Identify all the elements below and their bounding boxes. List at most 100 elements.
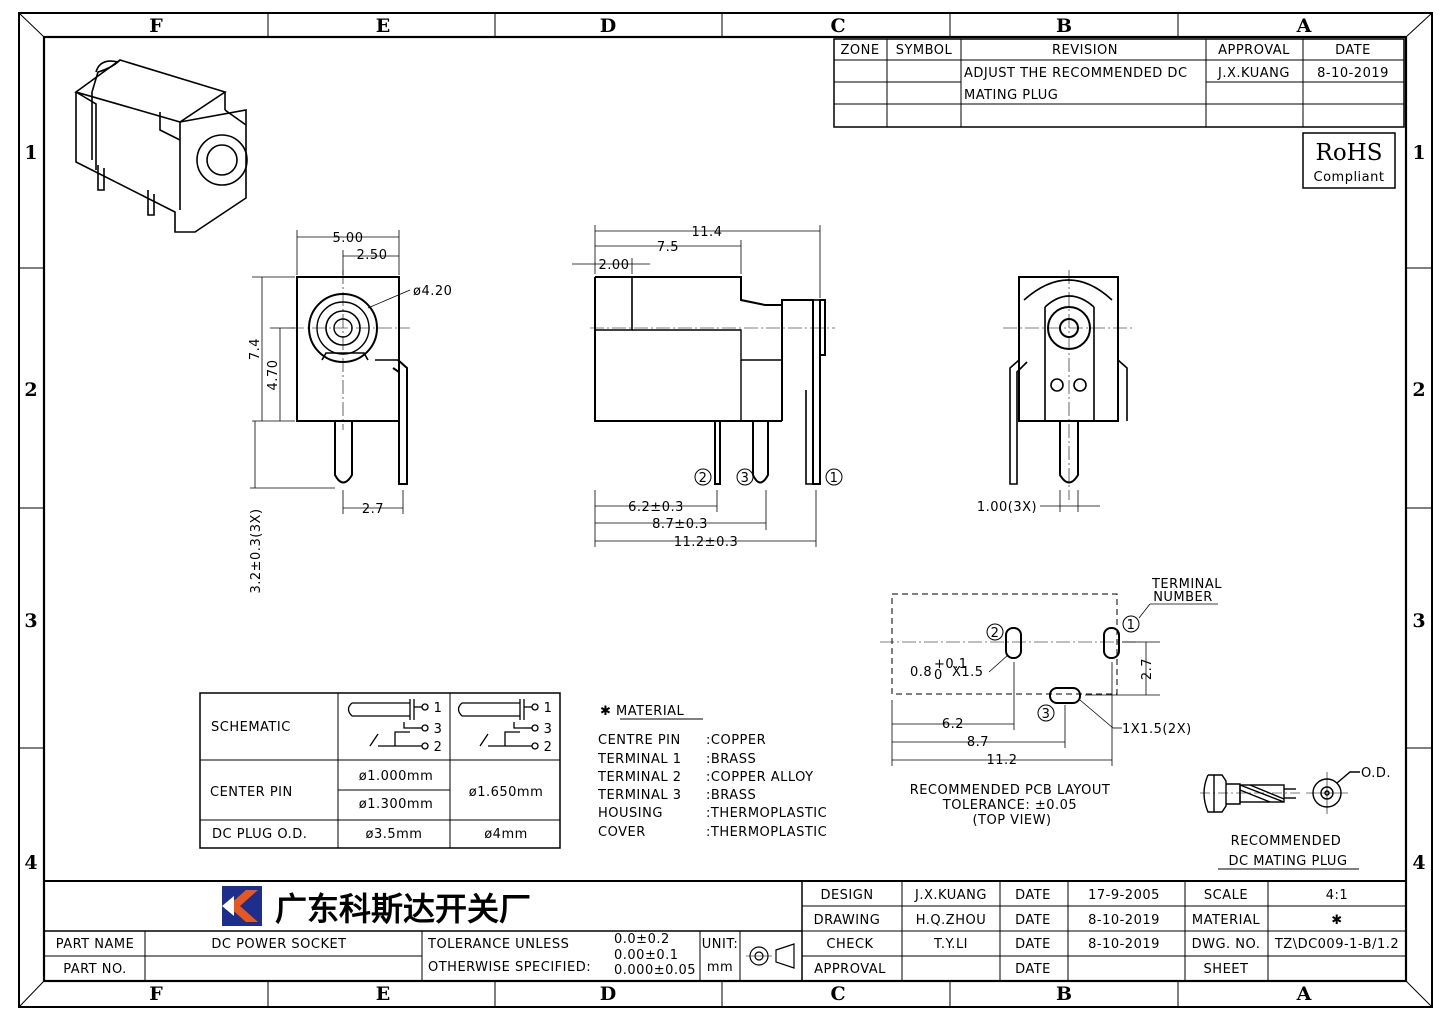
- material-label-tb: MATERIAL: [1192, 913, 1261, 928]
- material-value: :BRASS: [706, 788, 756, 803]
- date-label: DATE: [1015, 913, 1051, 928]
- pcb-caption-2: TOLERANCE: ±0.05: [942, 798, 1077, 813]
- material-title: ✱ MATERIAL: [600, 704, 685, 719]
- revision-table: ZONE SYMBOL REVISION APPROVAL DATE ADJUS…: [833, 38, 1405, 128]
- front-dim-width: 5.00: [333, 231, 364, 246]
- schem-label: SCHEMATIC: [211, 720, 291, 735]
- plug-od-label: DC PLUG O.D.: [212, 827, 307, 842]
- rohs-subtitle: Compliant: [1314, 170, 1385, 185]
- rev-date: 8-10-2019: [1317, 66, 1389, 81]
- material-key: COVER: [598, 825, 646, 840]
- isometric-view: [74, 59, 248, 233]
- date-label: DATE: [1015, 962, 1051, 977]
- zone-row-left: 4: [24, 852, 37, 874]
- dwg-value: TZ\DC009-1-B/1.2: [1274, 937, 1399, 952]
- check-value: T.Y.LI: [933, 937, 968, 952]
- zone-col-bottom: D: [600, 983, 616, 1005]
- date-design: 17-9-2005: [1088, 888, 1160, 903]
- pcb-dim-112: 11.2: [987, 753, 1018, 768]
- date-label: DATE: [1015, 937, 1051, 952]
- unit: mm: [707, 960, 733, 975]
- rev-approval: J.X.KUANG: [1217, 66, 1290, 81]
- tol-1: 0.0±0.2: [614, 932, 670, 947]
- scale-label: SCALE: [1204, 888, 1248, 903]
- part-name-label: PART NAME: [56, 937, 135, 952]
- pcb-caption-1: RECOMMENDED PCB LAYOUT: [910, 783, 1111, 798]
- material-value-tb: ✱: [1331, 913, 1342, 928]
- schematic-symbol-a: [347, 699, 429, 750]
- rev-text-line2: MATING PLUG: [964, 88, 1058, 103]
- schem-a-pin-2: 2: [434, 740, 443, 755]
- front-dim-hole: ø4.20: [413, 284, 452, 299]
- schem-a-pin-1: 1: [434, 701, 443, 716]
- sheet-label: SHEET: [1204, 962, 1249, 977]
- design-label: DESIGN: [820, 888, 873, 903]
- zone-row-left: 3: [24, 610, 37, 632]
- od-b: ø4mm: [484, 827, 528, 842]
- mating-plug: O.D. RECOMMENDED DC MATING PLUG: [1200, 766, 1391, 870]
- rear-dim-pin-width: 1.00(3X): [977, 500, 1037, 515]
- tol-label-1: TOLERANCE UNLESS: [427, 937, 569, 952]
- date-label: DATE: [1015, 888, 1051, 903]
- rear-view: 1.00(3X): [977, 270, 1135, 515]
- material-key: TERMINAL 3: [597, 788, 682, 803]
- zone-col-bottom: E: [376, 983, 390, 1005]
- date-check: 8-10-2019: [1088, 937, 1160, 952]
- material-key: TERMINAL 1: [597, 752, 682, 767]
- mating-plug-caption-1: RECOMMENDED: [1231, 834, 1342, 849]
- side-dim-112: 11.2±0.3: [674, 535, 739, 550]
- company-name: 广东科斯达开关厂: [275, 890, 531, 928]
- cp-a1: ø1.000mm: [359, 769, 434, 784]
- rev-header-symbol: SYMBOL: [896, 43, 953, 58]
- rev-header-zone: ZONE: [840, 43, 879, 58]
- rohs-title: RoHS: [1316, 140, 1383, 166]
- schematic-table: SCHEMATIC CENTER PIN DC PLUG O.D. ø1.000…: [199, 692, 561, 849]
- pcb-slot-tol-up: +0.1: [934, 657, 968, 672]
- pcb-slot-label-3: 1X1.5(2X): [1122, 722, 1192, 737]
- zone-row-right: 4: [1412, 852, 1425, 874]
- scale-value: 4:1: [1326, 888, 1348, 903]
- od-a: ø3.5mm: [366, 827, 423, 842]
- zone-col-top: E: [376, 15, 390, 37]
- zone-row-right: 1: [1412, 142, 1425, 164]
- rohs-mark: RoHS Compliant: [1302, 132, 1396, 189]
- tol-3: 0.000±0.05: [614, 963, 696, 978]
- drawing-label: DRAWING: [814, 913, 881, 928]
- mating-plug-od: O.D.: [1361, 766, 1391, 781]
- zone-col-top: D: [600, 15, 616, 37]
- drawing-value: H.Q.ZHOU: [916, 913, 986, 928]
- pcb-terminal-2: 2: [991, 626, 1000, 641]
- cp-b: ø1.650mm: [469, 785, 544, 800]
- pcb-slot-label: 0.8: [910, 665, 932, 680]
- rev-header-approval: APPROVAL: [1218, 43, 1290, 58]
- zone-row-left: 1: [24, 142, 37, 164]
- material-value: :THERMOPLASTIC: [706, 806, 827, 821]
- schem-b-pin-1: 1: [544, 701, 553, 716]
- schem-a-pin-3: 3: [434, 722, 443, 737]
- sheet-frame: F E D C B A F E D C B A 1 2 3 4 1 2 3 4: [18, 12, 1433, 1008]
- zone-col-top: C: [830, 15, 845, 37]
- pcb-slot-tol-dn: 0: [934, 668, 943, 683]
- material-value: :COPPER: [706, 733, 766, 748]
- design-value: J.X.KUANG: [914, 888, 987, 903]
- front-dim-pin-len: 3.2±0.3(3X): [249, 508, 264, 593]
- zone-col-top: B: [1056, 15, 1072, 37]
- material-value: :THERMOPLASTIC: [706, 825, 827, 840]
- dwg-label: DWG. NO.: [1192, 937, 1261, 952]
- front-dim-center: 4.70: [266, 360, 281, 391]
- title-block: 广东科斯达开关厂 PART NAME DC POWER SOCKET PART …: [44, 880, 1406, 981]
- part-name: DC POWER SOCKET: [211, 937, 346, 952]
- rev-header-revision: REVISION: [1052, 43, 1118, 58]
- front-dim-pin-pitch: 2.7: [362, 502, 384, 517]
- pcb-dim-62: 6.2: [942, 717, 964, 732]
- side-dim-62: 6.2±0.3: [628, 500, 684, 515]
- side-dim-75: 7.5: [657, 240, 679, 255]
- schematic-symbol-b: [457, 699, 539, 750]
- schem-b-pin-2: 2: [544, 740, 553, 755]
- material-key: CENTRE PIN: [598, 733, 681, 748]
- zone-col-top: F: [149, 15, 163, 37]
- material-value: :COPPER ALLOY: [706, 770, 814, 785]
- front-dim-height: 7.4: [248, 338, 263, 360]
- zone-row-right: 2: [1412, 379, 1425, 401]
